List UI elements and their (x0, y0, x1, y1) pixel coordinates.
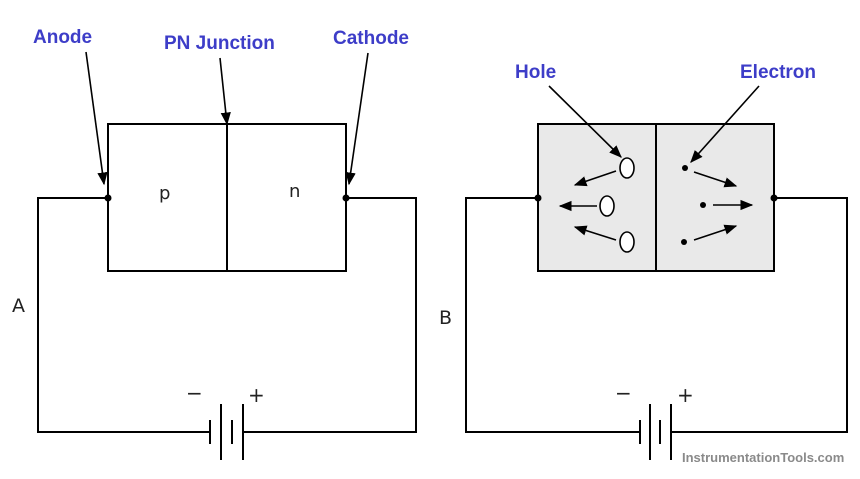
cathode-terminal (342, 194, 350, 202)
anode-terminal (104, 194, 112, 202)
panel-a-label: A (12, 295, 25, 317)
hole-symbol (619, 157, 635, 179)
electron-motion-arrow (693, 171, 738, 188)
holes-group (558, 157, 635, 253)
hole-label: Hole (515, 62, 556, 83)
electrons-group (681, 165, 754, 245)
panel-a: A p n Anode PN Junction Cathode − + (12, 27, 417, 460)
hole-motion-arrow (573, 170, 617, 187)
panel-b: B Hole Electron (439, 62, 848, 460)
panel-b-left-wire (465, 197, 640, 433)
battery-a-minus: − (186, 381, 203, 405)
pn-junction-label: PN Junction (164, 33, 275, 54)
panel-b-cathode-terminal (770, 194, 778, 202)
battery-a (209, 404, 244, 460)
pn-junction-pointer (219, 57, 231, 126)
panel-b-anode-terminal (534, 194, 542, 202)
anode-pointer (85, 51, 108, 186)
electron-pointer (690, 85, 760, 163)
cathode-pointer (345, 52, 369, 186)
battery-b (639, 404, 672, 460)
battery-a-plus: + (248, 383, 265, 407)
hole-symbol (619, 231, 635, 253)
electron-label: Electron (740, 62, 816, 83)
battery-b-minus: − (615, 381, 632, 405)
electron-dot (700, 202, 706, 208)
hole-pointer (548, 85, 622, 158)
battery-b-plus: + (677, 383, 694, 407)
panel-b-label: B (439, 307, 452, 329)
n-region-label: n (289, 181, 300, 202)
watermark-text: InstrumentationTools.com (682, 450, 844, 465)
hole-motion-arrow (573, 225, 617, 241)
panel-a-left-wire (37, 197, 210, 433)
panel-a-right-wire (243, 197, 417, 433)
electron-motion-arrow (693, 224, 738, 241)
cathode-label: Cathode (333, 28, 409, 49)
electron-dot (681, 239, 687, 245)
hole-symbol (599, 195, 615, 217)
anode-label: Anode (33, 27, 92, 48)
panel-b-right-wire (671, 197, 848, 433)
electron-dot (682, 165, 688, 171)
p-region-label: p (159, 183, 170, 204)
